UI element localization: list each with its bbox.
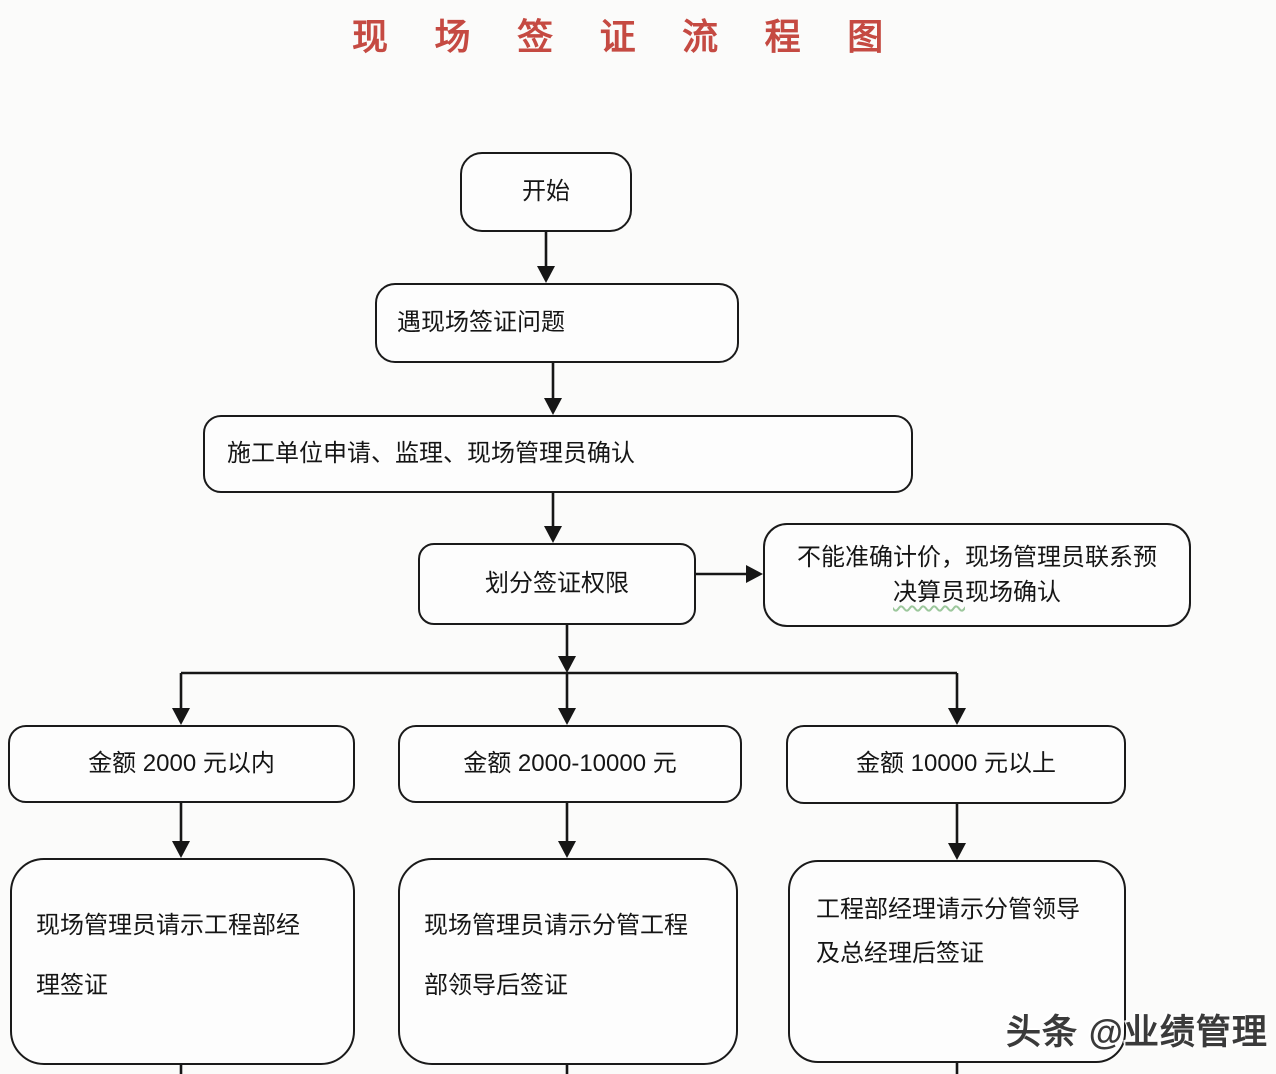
- node-pricing-side-note: 不能准确计价，现场管理员联系预 决算员现场确认: [763, 523, 1191, 627]
- node-approve-dept-leader: 现场管理员请示分管工程 部领导后签证: [398, 858, 738, 1065]
- toutiao-watermark: 头条 @业绩管理: [1006, 1013, 1268, 1052]
- edge-junction-to-amount-mid: [558, 673, 576, 725]
- node-pricing-side-note-line2-rest: 现场确认: [965, 579, 1061, 606]
- page-title: 现 场 签 证 流 程 图: [352, 16, 901, 58]
- edge-divide-to-junction: [558, 625, 576, 673]
- edge-amount-low-to-approve-low: [172, 803, 190, 858]
- node-pricing-side-note-line1: 不能准确计价，现场管理员联系预: [797, 544, 1157, 571]
- edge-divide-to-side-note: [696, 565, 763, 583]
- node-signature-issue: 遇现场签证问题: [375, 283, 739, 363]
- node-pricing-side-note-line2: 决算员现场确认: [893, 575, 1061, 610]
- node-divide-authority: 划分签证权限: [418, 543, 696, 625]
- node-amount-under-2000: 金额 2000 元以内: [8, 725, 355, 803]
- edge-start-to-issue: [537, 232, 555, 283]
- node-approve-general-manager-line2: 及总经理后签证: [816, 940, 984, 967]
- node-approve-dept-leader-line2: 部领导后签证: [424, 972, 568, 999]
- edge-issue-to-confirm: [544, 362, 562, 415]
- node-amount-over-10000-label: 金额 10000 元以上: [855, 750, 1057, 778]
- node-application-confirmation-label: 施工单位申请、监理、现场管理员确认: [227, 439, 635, 467]
- node-approve-general-manager: 工程部经理请示分管领导 及总经理后签证: [788, 860, 1126, 1063]
- node-start: 开始: [460, 152, 632, 232]
- node-start-label: 开始: [522, 177, 570, 205]
- node-divide-authority-label: 划分签证权限: [485, 569, 629, 597]
- edge-confirm-to-divide: [544, 493, 562, 543]
- node-approve-dept-manager-line2: 理签证: [36, 972, 108, 999]
- node-approve-general-manager-line1: 工程部经理请示分管领导: [816, 896, 1080, 923]
- node-approve-dept-manager-line1: 现场管理员请示工程部经: [36, 912, 300, 939]
- edge-amount-high-to-approve-high: [948, 804, 966, 860]
- node-approve-dept-manager: 现场管理员请示工程部经 理签证: [10, 858, 355, 1065]
- edge-junction-to-amount-low: [172, 673, 190, 725]
- node-signature-issue-label: 遇现场签证问题: [397, 308, 565, 336]
- node-approve-dept-leader-line1: 现场管理员请示分管工程: [424, 912, 688, 939]
- edge-junction-to-amount-high: [948, 673, 966, 725]
- spellcheck-underlined-text: 决算员: [893, 579, 965, 606]
- node-amount-over-10000: 金额 10000 元以上: [786, 725, 1126, 804]
- node-amount-2000-10000: 金额 2000-10000 元: [398, 725, 742, 803]
- edge-amount-mid-to-approve-mid: [558, 803, 576, 858]
- node-amount-under-2000-label: 金额 2000 元以内: [88, 749, 275, 777]
- node-application-confirmation: 施工单位申请、监理、现场管理员确认: [203, 415, 913, 493]
- node-amount-2000-10000-label: 金额 2000-10000 元: [463, 749, 677, 777]
